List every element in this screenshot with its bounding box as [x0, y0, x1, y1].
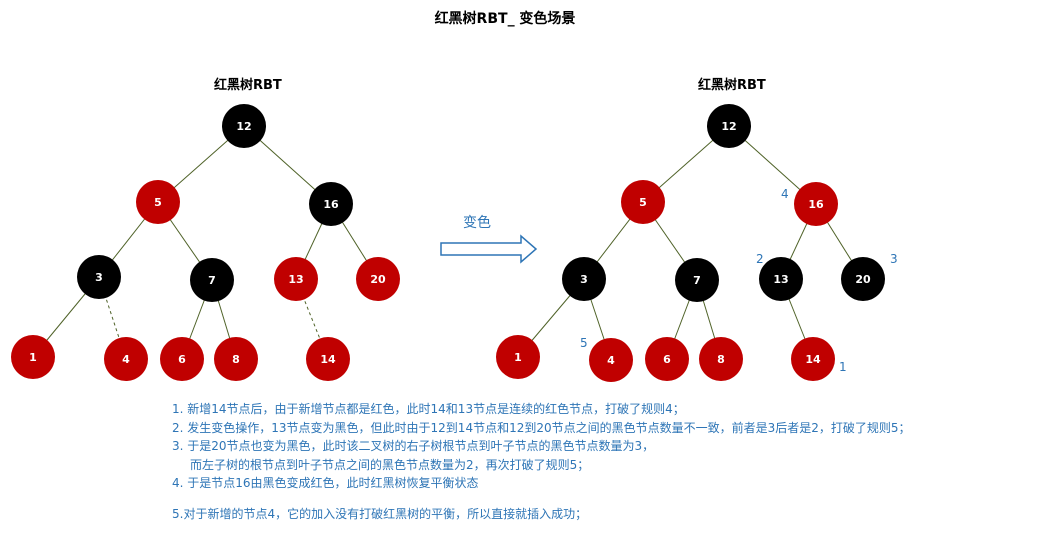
- node-14: [791, 337, 835, 381]
- node-12: [222, 104, 266, 148]
- explanation-notes: 1. 新增14节点后，由于新增节点都是红色，此时14和13节点是连续的红色节点，…: [172, 400, 911, 523]
- node-label-5: 5: [154, 196, 162, 209]
- node-label-8: 8: [232, 353, 240, 366]
- node-20: [841, 257, 885, 301]
- node-label-6: 6: [663, 353, 671, 366]
- node-label-8: 8: [717, 353, 725, 366]
- node-label-4: 4: [607, 354, 615, 367]
- node-label-4: 4: [122, 353, 130, 366]
- node-7: [675, 258, 719, 302]
- node-3: [562, 257, 606, 301]
- node-label-14: 14: [320, 353, 336, 366]
- annotation-20: 3: [890, 252, 898, 266]
- node-16: [794, 182, 838, 226]
- note-spacer: [172, 493, 911, 505]
- note-line-4: 4. 于是节点16由黑色变成红色，此时红黑树恢复平衡状态: [172, 476, 479, 490]
- annotation-16: 4: [781, 187, 789, 201]
- left-tree-title: 红黑树RBT: [214, 78, 282, 93]
- node-5: [136, 180, 180, 224]
- node-13: [759, 257, 803, 301]
- node-12: [707, 104, 751, 148]
- node-label-7: 7: [208, 274, 216, 287]
- node-label-13: 13: [288, 273, 303, 286]
- node-3: [77, 255, 121, 299]
- node-label-16: 16: [808, 198, 824, 211]
- node-1: [496, 335, 540, 379]
- node-13: [274, 257, 318, 301]
- node-label-12: 12: [236, 120, 251, 133]
- node-label-3: 3: [580, 273, 588, 286]
- step-annotations: 4 2 3 5 1: [580, 187, 898, 374]
- annotation-14: 1: [839, 360, 847, 374]
- node-label-14: 14: [805, 353, 821, 366]
- node-label-6: 6: [178, 353, 186, 366]
- node-label-12: 12: [721, 120, 736, 133]
- note-line-5: 5.对于新增的节点4，它的加入没有打破红黑树的平衡，所以直接就插入成功；: [172, 506, 588, 521]
- node-6: [160, 337, 204, 381]
- annotation-4: 5: [580, 336, 588, 350]
- note-line-1: 1. 新增14节点后，由于新增节点都是红色，此时14和13节点是连续的红色节点，…: [172, 402, 685, 416]
- node-20: [356, 257, 400, 301]
- node-label-16: 16: [323, 198, 339, 211]
- node-8: [214, 337, 258, 381]
- annotation-13: 2: [756, 252, 764, 266]
- note-line-2: 2. 发生变色操作，13节点变为黑色，但此时由于12到14节点和12到20节点之…: [172, 420, 911, 435]
- page-title: 红黑树RBT_ 变色场景: [434, 11, 576, 27]
- left-tree-nodes: 12 5 16 3 7 13 20 1 4 6 8 14: [11, 104, 400, 381]
- right-tree-title: 红黑树RBT: [698, 78, 766, 93]
- node-14: [306, 337, 350, 381]
- node-16: [309, 182, 353, 226]
- node-label-1: 1: [514, 351, 522, 364]
- transform-arrow-icon: [440, 234, 538, 264]
- right-tree-edges: [517, 125, 864, 361]
- node-5: [621, 180, 665, 224]
- node-4: [589, 338, 633, 382]
- node-label-20: 20: [370, 273, 386, 286]
- node-7: [190, 258, 234, 302]
- node-label-20: 20: [855, 273, 871, 286]
- node-label-13: 13: [773, 273, 788, 286]
- left-tree-edges: [32, 125, 379, 360]
- right-tree-nodes: 12 5 16 3 7 13 20 1 4 6 8 14: [496, 104, 885, 382]
- node-label-1: 1: [29, 351, 37, 364]
- node-6: [645, 337, 689, 381]
- note-line-3: 3. 于是20节点也变为黑色，此时该二叉树的右子树根节点到叶子节点的黑色节点数量…: [172, 439, 655, 453]
- node-label-5: 5: [639, 196, 647, 209]
- arrow-label: 变色: [463, 215, 491, 231]
- node-4: [104, 337, 148, 381]
- note-line-3b: 而左子树的根节点到叶子节点之间的黑色节点数量为2，再次打破了规则5；: [190, 457, 590, 472]
- node-label-7: 7: [693, 274, 701, 287]
- node-1: [11, 335, 55, 379]
- node-label-3: 3: [95, 271, 103, 284]
- node-8: [699, 337, 743, 381]
